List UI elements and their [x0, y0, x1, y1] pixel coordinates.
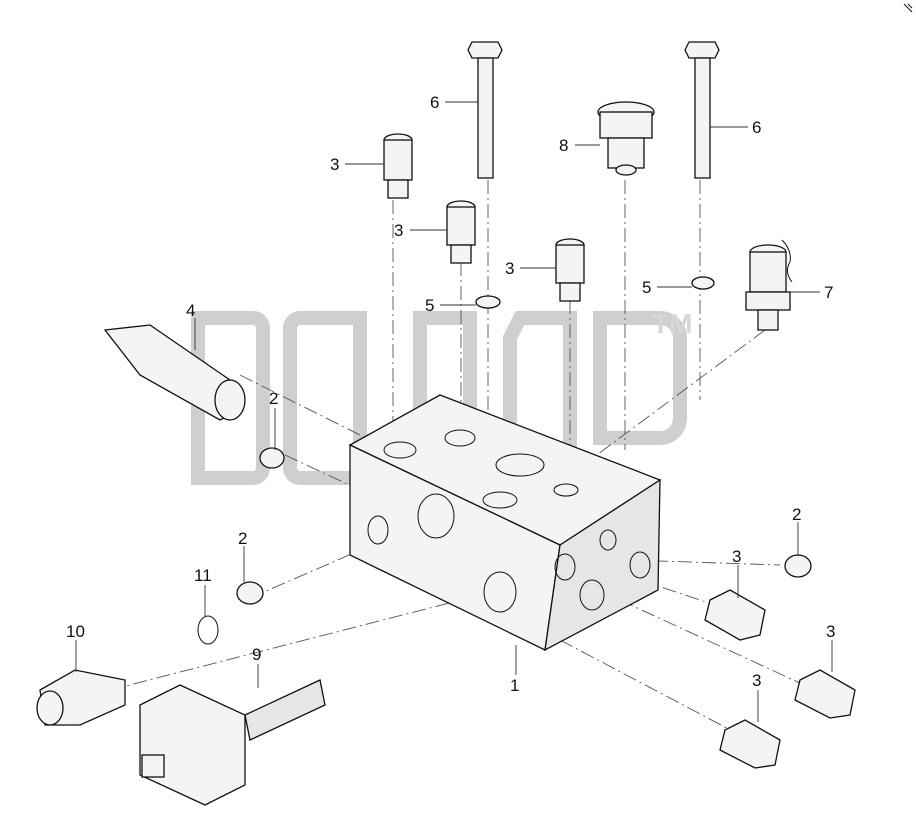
callout-5-right: 5 [642, 278, 651, 297]
manifold-block [348, 394, 662, 652]
callout-2-right: 2 [792, 505, 801, 524]
callout-6-left: 6 [430, 93, 439, 112]
washer-left [475, 295, 501, 309]
callout-3-right-1: 3 [732, 547, 741, 566]
fitting-top-2 [446, 200, 476, 264]
cartridge-valve [103, 324, 246, 421]
callout-3-right-2: 3 [826, 622, 835, 641]
callout-8: 8 [559, 136, 568, 155]
pressure-sensor [745, 239, 793, 331]
callout-10: 10 [66, 622, 85, 641]
callout-6-right: 6 [752, 118, 761, 137]
plug-small-mid [236, 581, 264, 605]
callout-3-top-1: 3 [330, 155, 339, 174]
adapter-fitting [36, 669, 126, 726]
leader-lines [75, 101, 833, 722]
fitting-right-1 [704, 589, 766, 641]
o-ring [197, 615, 219, 645]
corner-mark [903, 3, 913, 13]
callout-7: 7 [824, 283, 833, 302]
washer-right [691, 276, 715, 290]
plug-small-right [784, 554, 812, 578]
callout-2-left: 2 [269, 389, 278, 408]
bolt-left [467, 41, 503, 179]
bolt-right [684, 41, 720, 179]
plug-small-left [259, 447, 285, 469]
callout-9: 9 [252, 645, 261, 664]
callout-2-middle: 2 [238, 529, 247, 548]
callout-5-left: 5 [425, 296, 434, 315]
callout-3-top-2: 3 [394, 221, 403, 240]
fitting-top-1 [383, 133, 413, 199]
callout-11: 11 [194, 566, 212, 585]
callout-4: 4 [186, 301, 195, 320]
callout-3-top-3: 3 [505, 259, 514, 278]
callout-labels: 1 2 2 2 3 3 3 3 3 3 4 5 5 6 6 7 8 9 10 1… [66, 93, 835, 695]
callout-3-right-3: 3 [752, 671, 761, 690]
solenoid-coil [139, 679, 326, 806]
fitting-top-3 [555, 238, 585, 302]
trademark-mark: TM [652, 308, 692, 339]
plug [597, 101, 655, 176]
callout-1: 1 [510, 676, 519, 695]
fitting-right-2 [794, 669, 856, 719]
fitting-right-3 [719, 719, 781, 769]
